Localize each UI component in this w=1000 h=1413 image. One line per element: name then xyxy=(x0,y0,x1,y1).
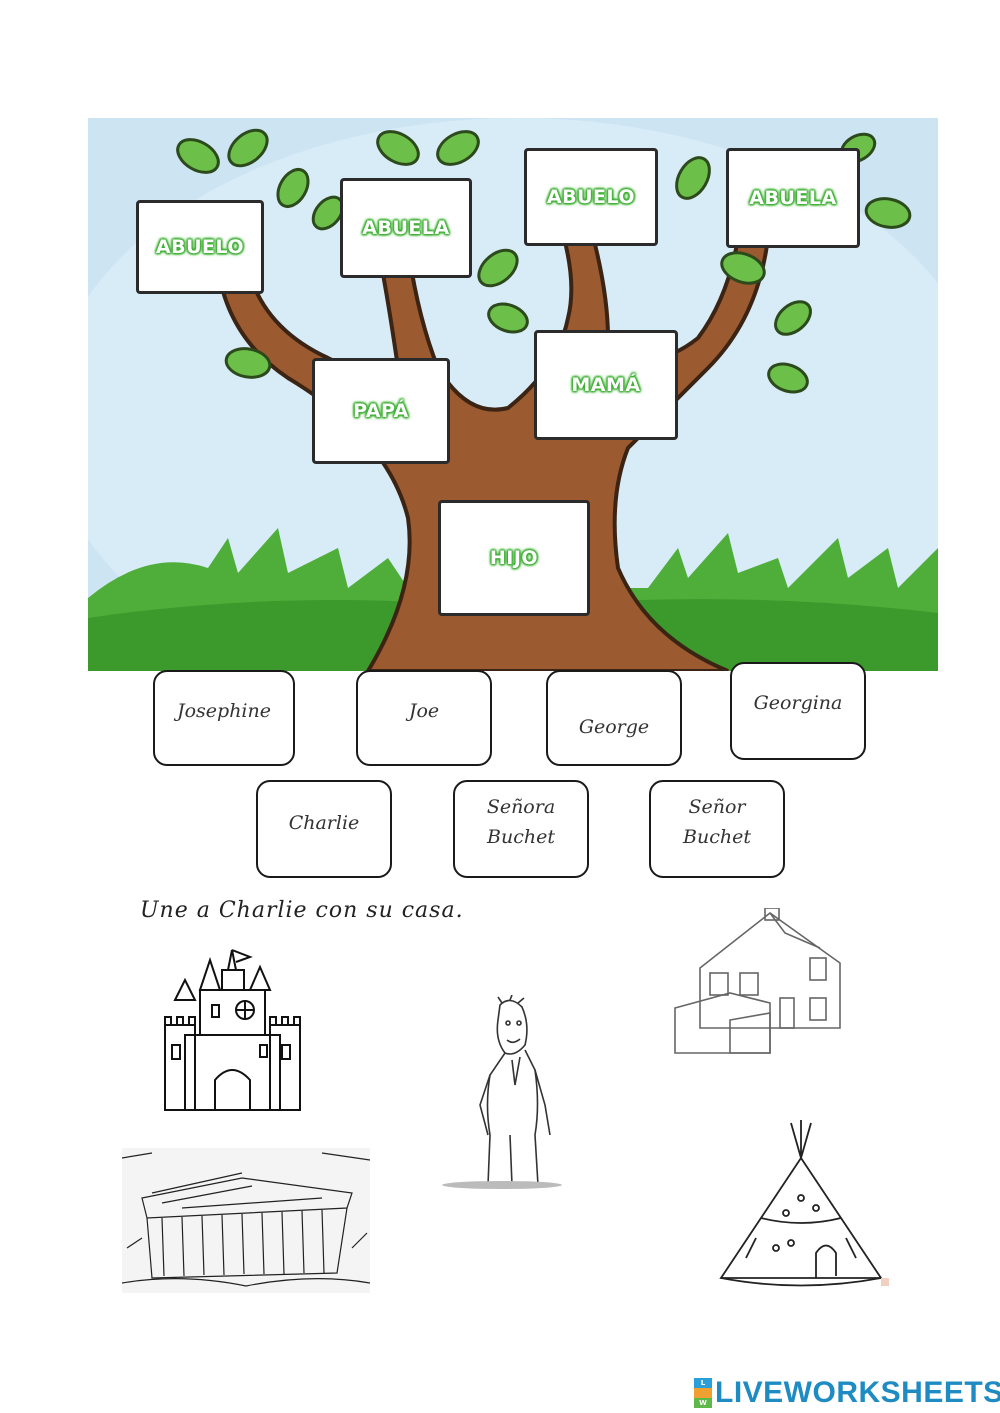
logo-badge-top: L xyxy=(694,1378,712,1388)
name-george: George xyxy=(578,716,650,738)
name-charlie: Charlie xyxy=(288,812,360,834)
logo-badge-middle xyxy=(694,1388,712,1398)
tree-label-abuelo-right: ABUELO xyxy=(524,148,658,246)
teepee-drawing[interactable] xyxy=(716,1118,891,1293)
name-senor-line1: Señor xyxy=(688,796,746,818)
tree-label-abuelo-left: ABUELO xyxy=(136,200,264,294)
liveworksheets-logo: L W LIVEWORKSHEETS xyxy=(694,1376,1000,1410)
name-box-georgina[interactable]: Georgina xyxy=(730,662,866,760)
tree-label-mama: MAMÁ xyxy=(534,330,678,440)
logo-text: LIVEWORKSHEETS xyxy=(715,1376,1000,1409)
name-georgina: Georgina xyxy=(753,692,843,714)
tree-label-papa: PAPÁ xyxy=(312,358,450,464)
name-senora-line1: Señora xyxy=(486,796,556,818)
name-box-senora-buchet[interactable]: Señora Buchet xyxy=(453,780,589,878)
name-josephine: Josephine xyxy=(176,700,271,722)
name-box-senor-buchet[interactable]: Señor Buchet xyxy=(649,780,785,878)
family-tree-picture: ABUELO ABUELA ABUELO ABUELA PAPÁ MAMÁ HI… xyxy=(48,118,988,718)
tree-label-hijo: HIJO xyxy=(438,500,590,616)
tree-label-abuela-right: ABUELA xyxy=(726,148,860,248)
name-box-joe[interactable]: Joe xyxy=(356,670,492,766)
name-box-george[interactable]: George xyxy=(546,670,682,766)
name-box-charlie[interactable]: Charlie xyxy=(256,780,392,878)
logo-badge-icon: L W xyxy=(694,1378,712,1408)
name-box-josephine[interactable]: Josephine xyxy=(153,670,295,766)
name-senor-line2: Buchet xyxy=(683,826,751,848)
castle-drawing[interactable] xyxy=(160,945,305,1115)
logo-badge-bottom: W xyxy=(694,1398,712,1408)
tree-label-abuela-left: ABUELA xyxy=(340,178,472,278)
charlie-drawing[interactable] xyxy=(440,995,565,1190)
shack-drawing[interactable] xyxy=(122,1148,370,1293)
house-drawing[interactable] xyxy=(670,908,855,1058)
name-joe: Joe xyxy=(408,700,440,722)
instruction-text: Une a Charlie con su casa. xyxy=(140,898,464,923)
name-senora-line2: Buchet xyxy=(487,826,555,848)
